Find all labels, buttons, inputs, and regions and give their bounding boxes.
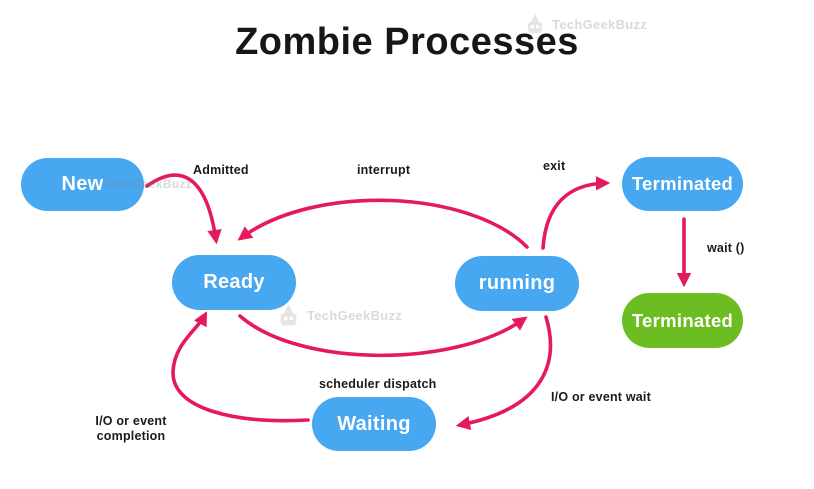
edge-io-event-wait (455, 315, 553, 431)
state-node-terminated-final: Terminated (622, 293, 743, 348)
edge-label-interrupt: interrupt (357, 163, 411, 177)
edge-admitted (145, 173, 222, 245)
edge-interrupt (237, 198, 529, 249)
edge-label-io-event-completion: I/O or event completion (95, 414, 167, 443)
state-node-running: running (455, 256, 579, 311)
state-node-terminated-zombie: Terminated (622, 157, 743, 211)
edge-label-io-event-wait: I/O or event wait (551, 390, 651, 404)
state-node-ready: Ready (172, 255, 296, 310)
state-node-new: New (21, 158, 144, 211)
edge-label-wait: wait () (707, 241, 745, 255)
edge-io-event-completion (171, 311, 310, 423)
page-title: Zombie Processes (235, 21, 579, 63)
edge-exit (541, 176, 611, 250)
edge-label-exit: exit (543, 159, 566, 173)
edge-label-scheduler-dispatch: scheduler dispatch (319, 377, 437, 391)
edge-scheduler-dispatch (238, 314, 528, 358)
edge-label-admitted: Admitted (193, 163, 249, 177)
state-node-waiting: Waiting (312, 397, 436, 451)
